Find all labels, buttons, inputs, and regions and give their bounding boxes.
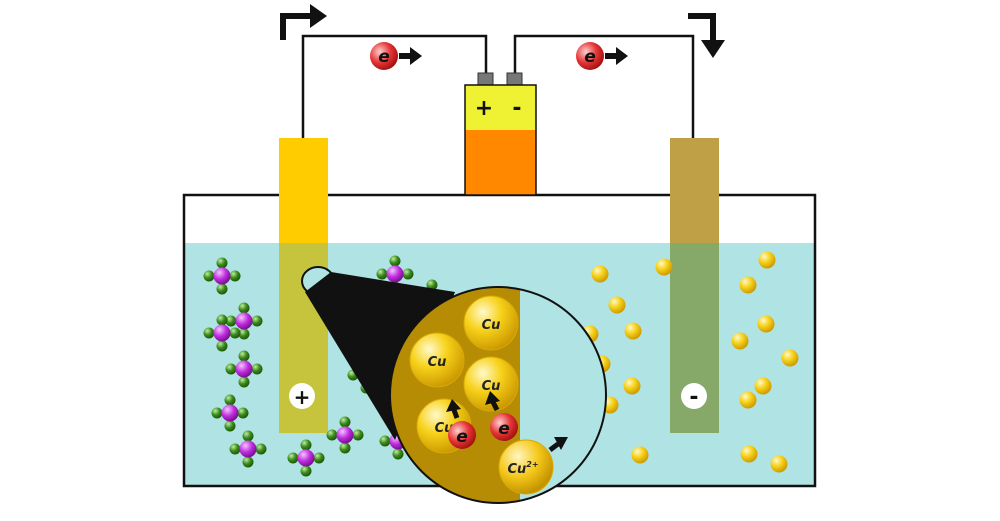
copper-ion [739, 391, 757, 409]
battery: + - [464, 72, 537, 196]
copper-ion [624, 322, 642, 340]
battery-negative-label: - [512, 96, 521, 121]
current-arrow-down-icon [688, 13, 725, 58]
battery-terminal-positive [477, 72, 494, 86]
electron-wire-right: e [576, 42, 628, 70]
copper-ion [758, 251, 776, 269]
copper-ion [623, 377, 641, 395]
sulfate-ion [211, 394, 249, 432]
svg-text:e: e [456, 427, 468, 447]
cathode-electrode [670, 138, 719, 243]
cu-atom: Cu [463, 356, 519, 412]
cathode-label-badge: - [681, 383, 707, 410]
battery-terminal-negative [506, 72, 523, 86]
anode-label-badge: + [289, 383, 315, 409]
zoom-wedge [305, 272, 455, 440]
sulfate-ion [287, 439, 325, 477]
copper-ion [731, 332, 749, 350]
copper-ion [739, 276, 757, 294]
copper-ion [591, 265, 609, 283]
electron-inset: e [446, 399, 476, 449]
svg-text:-: - [689, 385, 698, 410]
sulfate-ion [203, 257, 241, 295]
svg-text:e: e [584, 47, 596, 67]
cu-atom: Cu [409, 332, 465, 388]
anode-electrode [279, 138, 328, 243]
svg-text:e: e [498, 419, 510, 439]
sulfate-ion [229, 430, 267, 468]
copper-ion [754, 377, 772, 395]
sulfate-ion [225, 350, 263, 388]
current-arrow-up-icon [280, 4, 327, 40]
sulfate-ion [326, 416, 364, 454]
electron-wire-left: e [370, 42, 422, 70]
copper-ion [781, 349, 799, 367]
svg-text:e: e [378, 47, 390, 67]
cu-atom: Cu [463, 295, 519, 351]
svg-text:Cu: Cu [482, 379, 501, 394]
copper-ion [757, 315, 775, 333]
cu-ion: Cu2+ [498, 437, 568, 495]
svg-text:Cu2+: Cu2+ [507, 460, 538, 477]
sulfate-ion [203, 314, 241, 352]
svg-text:Cu: Cu [428, 355, 447, 370]
battery-positive-label: + [475, 96, 493, 121]
svg-text:+: + [294, 385, 311, 409]
copper-ion [770, 455, 788, 473]
wire-right [513, 34, 695, 138]
copper-ion [655, 258, 673, 276]
sulfate-ion [225, 302, 263, 340]
svg-text:Cu: Cu [482, 318, 501, 333]
copper-ion [631, 446, 649, 464]
electron-inset: e [485, 391, 518, 441]
copper-ion [608, 296, 626, 314]
copper-ion [740, 445, 758, 463]
wire-left [301, 34, 488, 138]
